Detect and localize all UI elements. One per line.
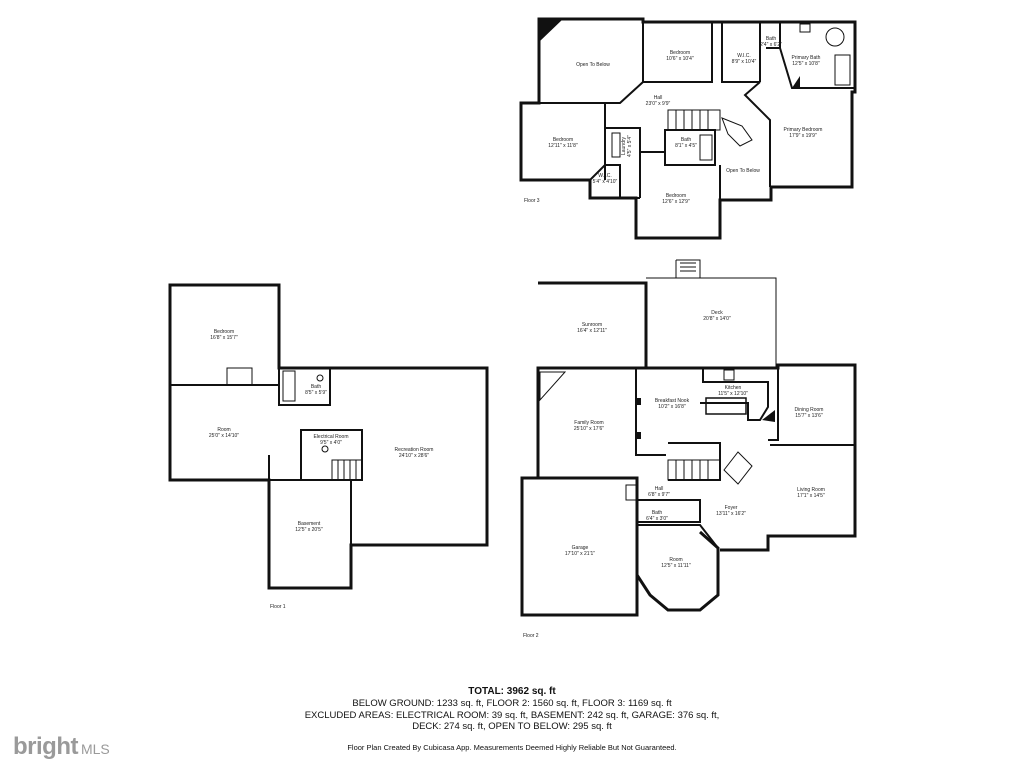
room-label: Primary Bedroom: [784, 127, 823, 133]
room-label: Deck: [711, 310, 723, 316]
room-label: Primary Bath: [792, 55, 821, 61]
room-label: Garage: [572, 545, 589, 551]
room-label: Basement: [298, 521, 321, 527]
room-label: Bedroom: [670, 50, 690, 56]
room-label: Bath: [766, 36, 777, 42]
room-dimension: 12'5" x 10'8": [792, 61, 820, 67]
room-dimension: 9'5" x 4'0": [320, 440, 342, 446]
room-dimension: 2'4" x 6'2": [760, 42, 782, 48]
room-dimension: 6'8" x 9'7": [648, 492, 670, 498]
room-dimension: 12'5" x 20'5": [295, 527, 323, 533]
room-dimension: 8'9" x 10'4": [732, 59, 757, 65]
logo-suffix: MLS: [80, 741, 110, 757]
room-dimension: 12'5" x 11'11": [661, 563, 691, 569]
room-label: Open To Below: [576, 62, 610, 68]
room-dimension: 20'8" x 14'0": [703, 316, 731, 322]
area-breakdown: BELOW GROUND: 1233 sq. ft, FLOOR 2: 1560…: [352, 698, 672, 709]
room-label: Room: [669, 557, 682, 563]
room-dimension: 10'6" x 10'4": [666, 56, 694, 62]
room-dimension: 8'5" x 5'9": [305, 390, 327, 396]
room-dimension: 13'11" x 16'2": [716, 511, 746, 517]
room-label: Bedroom: [553, 137, 573, 143]
room-dimension: 11'5" x 12'10": [718, 391, 748, 397]
excluded-areas-continued: DECK: 274 sq. ft, OPEN TO BELOW: 295 sq.…: [412, 721, 612, 732]
room-label: Bedroom: [214, 329, 234, 335]
room-dimension: 5'4" x 4'10": [593, 179, 618, 185]
floor1-plan: [168, 283, 489, 590]
room-label: Bath: [311, 384, 322, 390]
room-label: Kitchen: [725, 385, 742, 391]
room-label: Laundry: [621, 136, 627, 155]
room-dimension: 17'10" x 21'1": [565, 551, 595, 557]
room-label: Foyer: [725, 505, 738, 511]
room-dimension: 16'8" x 15'7": [210, 335, 238, 341]
room-dimension: 12'11" x 11'8": [548, 143, 578, 149]
room-label: W.I.C.: [737, 53, 751, 59]
room-dimension: 15'7" x 13'6": [795, 413, 823, 419]
room-dimension: 23'0" x 9'9": [646, 101, 671, 107]
room-dimension: 17'1" x 14'5": [797, 493, 825, 499]
room-label: Hall: [655, 486, 664, 492]
floor-label: Floor 1: [270, 604, 286, 610]
excluded-areas: EXCLUDED AREAS: ELECTRICAL ROOM: 39 sq. …: [304, 709, 720, 721]
room-label: Open To Below: [726, 168, 760, 174]
room-label: W.I.C.: [598, 173, 612, 179]
room-label: Dining Room: [795, 407, 824, 413]
room-label: Hall: [654, 95, 663, 101]
room-dimension: 4'5" x 5'4": [627, 135, 633, 157]
room-dimension: 16'4" x 12'11": [577, 328, 607, 334]
room-dimension: 17'9" x 19'9": [789, 133, 817, 139]
floor3-plan: [519, 17, 857, 240]
room-dimension: 8'1" x 4'5": [675, 143, 697, 149]
room-label: Bath: [681, 137, 692, 143]
total-area: TOTAL: 3962 sq. ft: [468, 686, 556, 697]
floor-plan-drawing: Open To Below Bedroom 10'6" x 10'4" W.I.…: [168, 17, 857, 639]
room-label: Room: [217, 427, 230, 433]
room-label: Recreation Room: [395, 447, 434, 453]
floor-label: Floor 2: [523, 633, 539, 639]
room-dimension: 12'6" x 12'9": [662, 199, 690, 205]
room-label: Sunroom: [582, 322, 602, 328]
room-label: Living Room: [797, 487, 825, 493]
room-label: Bedroom: [666, 193, 686, 199]
room-label: Breakfast Nook: [655, 398, 690, 404]
area-summary: TOTAL: 3962 sq. ft BELOW GROUND: 1233 sq…: [0, 686, 1024, 752]
room-dimension: 6'4" x 3'0": [646, 516, 668, 522]
room-dimension: 25'10" x 17'6": [574, 426, 604, 432]
room-dimension: 10'2" x 16'8": [658, 404, 686, 410]
disclaimer: Floor Plan Created By Cubicasa App. Meas…: [347, 742, 677, 752]
room-label: Electrical Room: [313, 434, 348, 440]
floor2-plan: [520, 259, 857, 617]
room-label: Family Room: [574, 420, 603, 426]
room-labels: Open To Below Bedroom 10'6" x 10'4" W.I.…: [209, 36, 825, 639]
room-label: Bath: [652, 510, 663, 516]
logo-brand: bright: [13, 733, 78, 760]
room-dimension: 24'10" x 28'6": [399, 453, 429, 459]
floor-label: Floor 3: [524, 198, 540, 204]
room-dimension: 25'0" x 14'10": [209, 433, 239, 439]
